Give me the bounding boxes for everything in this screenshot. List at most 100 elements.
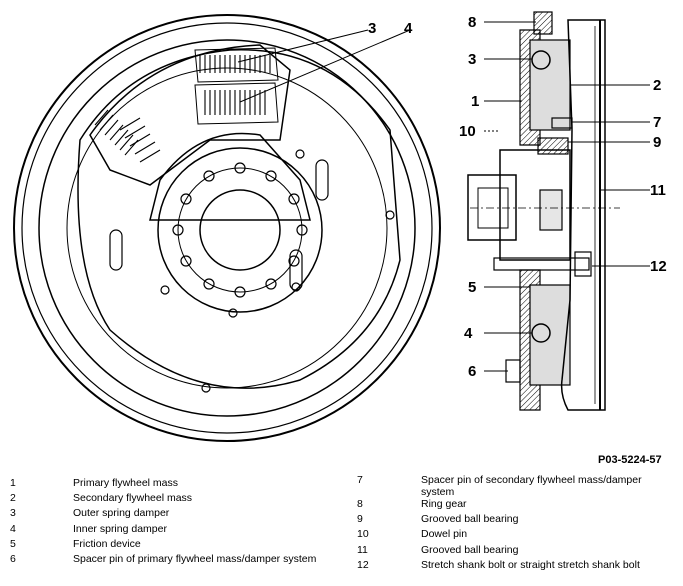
rim-hole	[385, 210, 395, 220]
legend-item: 11 Grooved ball bearing	[357, 544, 677, 559]
section-bearing-mid	[539, 189, 563, 231]
rim-hole	[295, 149, 305, 159]
hub-hole	[180, 193, 192, 205]
hub-outer	[157, 147, 323, 313]
section-ring-gear	[533, 11, 553, 35]
callout-2: 2	[653, 77, 661, 94]
figure-ref-code: P03-5224-57	[598, 454, 662, 466]
rim-hole	[201, 383, 211, 393]
legend-number: 11	[357, 543, 368, 556]
hub-hole	[172, 224, 184, 236]
legend-number: 4	[10, 522, 16, 535]
inner-spring-damper	[119, 90, 266, 163]
legend-text: Friction device	[73, 537, 141, 550]
legend-item: 3 Outer spring damper	[10, 507, 340, 522]
legend-text: Spacer pin of secondary flywheel mass/da…	[421, 474, 642, 498]
legend-text: Secondary flywheel mass	[73, 492, 193, 505]
callout-10: 10	[459, 123, 476, 140]
legend-number: 1	[10, 477, 16, 489]
inner-spring-coil	[204, 90, 266, 115]
hub-hole	[203, 170, 215, 182]
hub-hole	[203, 278, 215, 290]
legend-text: Dowel pin	[421, 528, 468, 541]
ring-gear-outer	[13, 14, 441, 442]
rim-hole	[160, 285, 170, 295]
section-bolt	[493, 257, 590, 271]
callout-4-front: 4	[404, 20, 413, 37]
legend-number: 9	[357, 513, 363, 526]
holes	[160, 149, 395, 393]
section-bolt-head	[574, 251, 592, 277]
legend-text: Inner spring damper	[73, 522, 167, 535]
section-hub	[499, 149, 571, 261]
legend-number: 10	[357, 528, 369, 541]
outer-spring-damper	[94, 55, 271, 156]
section-leaders	[484, 21, 650, 372]
callout-1: 1	[471, 93, 479, 110]
legend-number: 6	[10, 552, 16, 565]
rim-hole	[228, 308, 238, 318]
section-damper-upper	[529, 39, 571, 131]
slot-lower	[109, 229, 123, 271]
hub-hole	[265, 170, 277, 182]
callout-7: 7	[653, 114, 661, 131]
legend-text: Spacer pin of primary flywheel mass/damp…	[73, 552, 317, 565]
legend-item: 10 Dowel pin	[357, 528, 677, 543]
section-secondary-mass	[560, 19, 606, 411]
flywheel-step	[66, 67, 388, 389]
legend-item: 12 Stretch shank bolt or straight stretch…	[357, 559, 677, 574]
legend-item: 6 Spacer pin of primary flywheel mass/dam…	[10, 553, 340, 568]
callout-5: 5	[468, 279, 476, 296]
callout-11: 11	[650, 182, 666, 199]
callout-3-section: 3	[468, 51, 476, 68]
damper-housing	[89, 44, 291, 186]
section-bearing-upper	[537, 137, 569, 155]
callout-9: 9	[653, 134, 661, 151]
callout-3-front: 3	[368, 20, 376, 37]
hub-hole	[296, 224, 308, 236]
legend-text: Grooved ball bearing	[421, 513, 519, 526]
hub-hole	[180, 255, 192, 267]
rim-hole	[291, 282, 301, 292]
callout-12: 12	[650, 258, 667, 275]
legend-item: 9 Grooved ball bearing	[357, 513, 677, 528]
legend-number: 12	[357, 558, 369, 571]
legend-text: Ring gear	[421, 498, 467, 510]
inner-spring-left-coil	[119, 117, 161, 163]
inner-spring-channel	[194, 82, 279, 125]
section-spring-upper	[531, 50, 551, 70]
legend-text: Grooved ball bearing	[421, 543, 519, 556]
outer-spring-coil	[199, 55, 271, 73]
legend-item: 1 Primary flywheel mass	[10, 477, 340, 492]
leader-4-front	[239, 29, 411, 103]
hub-hole	[288, 193, 300, 205]
hub-hole	[265, 278, 277, 290]
front-leaders	[237, 29, 411, 103]
slot-right	[315, 159, 329, 201]
legend-item: 5 Friction device	[10, 538, 340, 553]
section-pin-lower	[505, 359, 521, 383]
front-view	[13, 14, 441, 442]
legend-text: Outer spring damper	[73, 507, 170, 520]
ring-gear-inner	[21, 22, 433, 434]
secondary-mass-outline	[77, 48, 401, 389]
legend-item: 7 Spacer pin of secondary flywheel mass/d…	[357, 474, 677, 498]
hub-hole	[288, 255, 300, 267]
slot-left	[289, 249, 303, 291]
legend-text: Primary flywheel mass	[73, 477, 179, 489]
outer-spring-channel	[194, 47, 279, 83]
legend-number: 3	[10, 507, 16, 520]
hub-bore	[199, 189, 281, 271]
section-view	[467, 11, 620, 411]
legend-number: 7	[357, 474, 363, 486]
callout-4-section: 4	[464, 325, 473, 342]
leader-3-front	[237, 29, 369, 63]
legend-number: 5	[10, 537, 16, 550]
hub-flange	[149, 132, 311, 221]
hub-bolt-circle	[177, 167, 303, 293]
legend-text: Stretch shank bolt or straight stretch s…	[421, 558, 640, 571]
callout-6: 6	[468, 363, 476, 380]
